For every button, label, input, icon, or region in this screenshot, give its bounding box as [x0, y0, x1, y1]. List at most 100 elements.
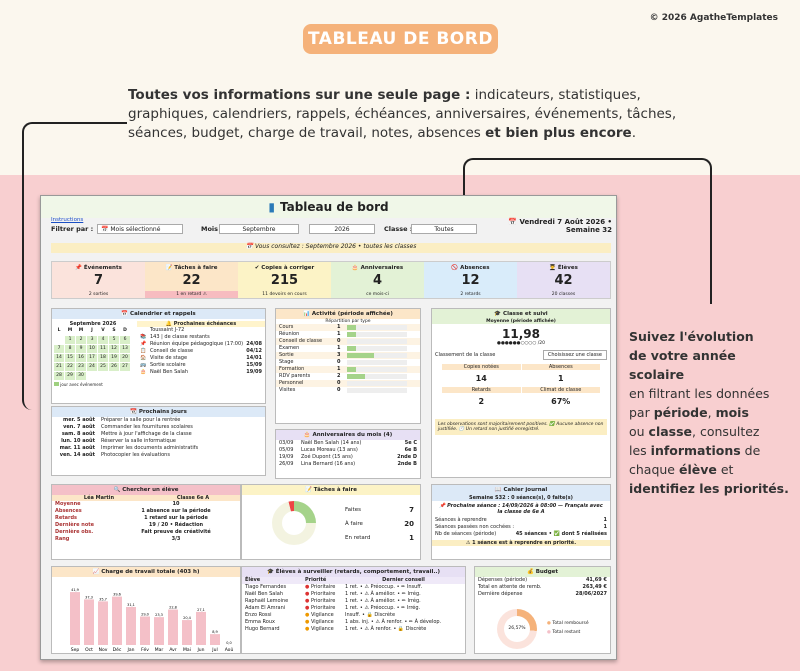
- kpi-value: 215: [270, 273, 299, 288]
- workload-value-label: 0,0: [226, 641, 232, 645]
- calendar-day[interactable]: 13: [120, 345, 130, 353]
- budget-row: Total en attente de remb.263,49 €: [478, 584, 607, 590]
- calendar-day[interactable]: 4: [98, 336, 108, 344]
- calendar-day[interactable]: 6: [120, 336, 130, 344]
- activity-bar: [347, 374, 365, 379]
- workload-bar: [70, 592, 80, 645]
- calendar-day[interactable]: 25: [98, 363, 108, 371]
- calendar-day[interactable]: 5: [109, 336, 119, 344]
- workload-bar: [154, 617, 164, 645]
- calendar-day[interactable]: 10: [87, 345, 97, 353]
- calendar-day: [98, 372, 108, 380]
- workload-value-label: 39,6: [113, 593, 121, 597]
- calendar-day[interactable]: 17: [87, 354, 97, 362]
- calendar-day[interactable]: 12: [109, 345, 119, 353]
- calendar-day[interactable]: 8: [65, 345, 75, 353]
- climate-value: 67%: [551, 397, 571, 406]
- workload-bar: [140, 616, 150, 645]
- instructions-link[interactable]: Instructions: [51, 217, 84, 223]
- calendar-day[interactable]: 7: [54, 345, 64, 353]
- rank-dropdown[interactable]: Choisissez une classe: [542, 350, 607, 360]
- class-note: Les observations sont majoritairement po…: [435, 419, 607, 435]
- activity-bar: [347, 332, 356, 337]
- calendar-day-header: M: [78, 328, 84, 333]
- student-row: Dernière obs.Fait preuve de créativité: [55, 529, 211, 535]
- calendar-day[interactable]: 27: [120, 363, 130, 371]
- workload-month-label: Mar: [155, 647, 164, 653]
- filter-dropdown[interactable]: 📅 Mois sélectionné: [97, 224, 183, 234]
- workload-month-label: Oct: [85, 647, 93, 653]
- calendar-day[interactable]: 22: [65, 363, 75, 371]
- tasks-donut: [272, 501, 316, 545]
- calendar-day[interactable]: 3: [87, 336, 97, 344]
- tasks-title: 📝 Tâches à faire: [242, 485, 420, 495]
- calendar-day[interactable]: 14: [54, 354, 64, 362]
- calendar-day[interactable]: 20: [120, 354, 130, 362]
- student-class: Classe 6e A: [146, 495, 240, 501]
- calendar-day[interactable]: 24: [87, 363, 97, 371]
- calendar-day[interactable]: 21: [54, 363, 64, 371]
- calendar-day[interactable]: 9: [76, 345, 86, 353]
- kpi-subtitle: 2 retards: [424, 291, 517, 298]
- workload-value-label: 22,8: [169, 606, 177, 610]
- calendar-day[interactable]: 16: [76, 354, 86, 362]
- calendar-day[interactable]: 29: [65, 372, 75, 380]
- calendar-day[interactable]: 1: [65, 336, 75, 344]
- soon-title: 📆 Prochains jours: [52, 407, 265, 417]
- class-scale: ●●●●●●○○○○ /20: [497, 341, 545, 346]
- class-dropdown[interactable]: Toutes: [411, 224, 477, 234]
- late-value: 2: [478, 397, 485, 406]
- calendar-day[interactable]: 15: [65, 354, 75, 362]
- watch-panel: 🎓 Élèves à surveiller (retards, comporte…: [241, 566, 466, 654]
- calendar-month: Septembre 2026: [69, 321, 117, 327]
- kpi-subtitle: ce mois-ci: [331, 291, 424, 298]
- calendar-day[interactable]: 11: [98, 345, 108, 353]
- year-dropdown[interactable]: 2026: [309, 224, 375, 234]
- workload-month-label: Avr: [169, 647, 176, 653]
- filter-label: Filtrer par :: [51, 225, 94, 233]
- calendar-day[interactable]: 23: [76, 363, 86, 371]
- workload-value-label: 41,9: [71, 588, 79, 592]
- calendar-day[interactable]: 26: [109, 363, 119, 371]
- activity-bar: [347, 346, 356, 351]
- student-select[interactable]: Léa Martin: [52, 495, 146, 501]
- calendar-day[interactable]: 18: [98, 354, 108, 362]
- calendar-day[interactable]: 2: [76, 336, 86, 344]
- calendar-day[interactable]: 19: [109, 354, 119, 362]
- kpi-value: 7: [93, 273, 104, 288]
- activity-subtitle: Répartition par type: [325, 319, 371, 324]
- calendar-day: [54, 336, 64, 344]
- kpi-title: 📝 Tâches à faire: [165, 265, 218, 271]
- kpi-title: 🚫 Absences: [451, 265, 490, 271]
- calendar-day[interactable]: 30: [76, 372, 86, 380]
- workload-value-label: 8,9: [212, 630, 218, 634]
- calendar-day[interactable]: 28: [54, 372, 64, 380]
- calendar-title: 📅 Calendrier et rappels: [52, 309, 265, 319]
- activity-bar: [347, 325, 356, 330]
- workload-bar: [210, 634, 220, 645]
- workload-value-label: 20,4: [183, 616, 192, 620]
- month-dropdown[interactable]: Septembre: [219, 224, 299, 234]
